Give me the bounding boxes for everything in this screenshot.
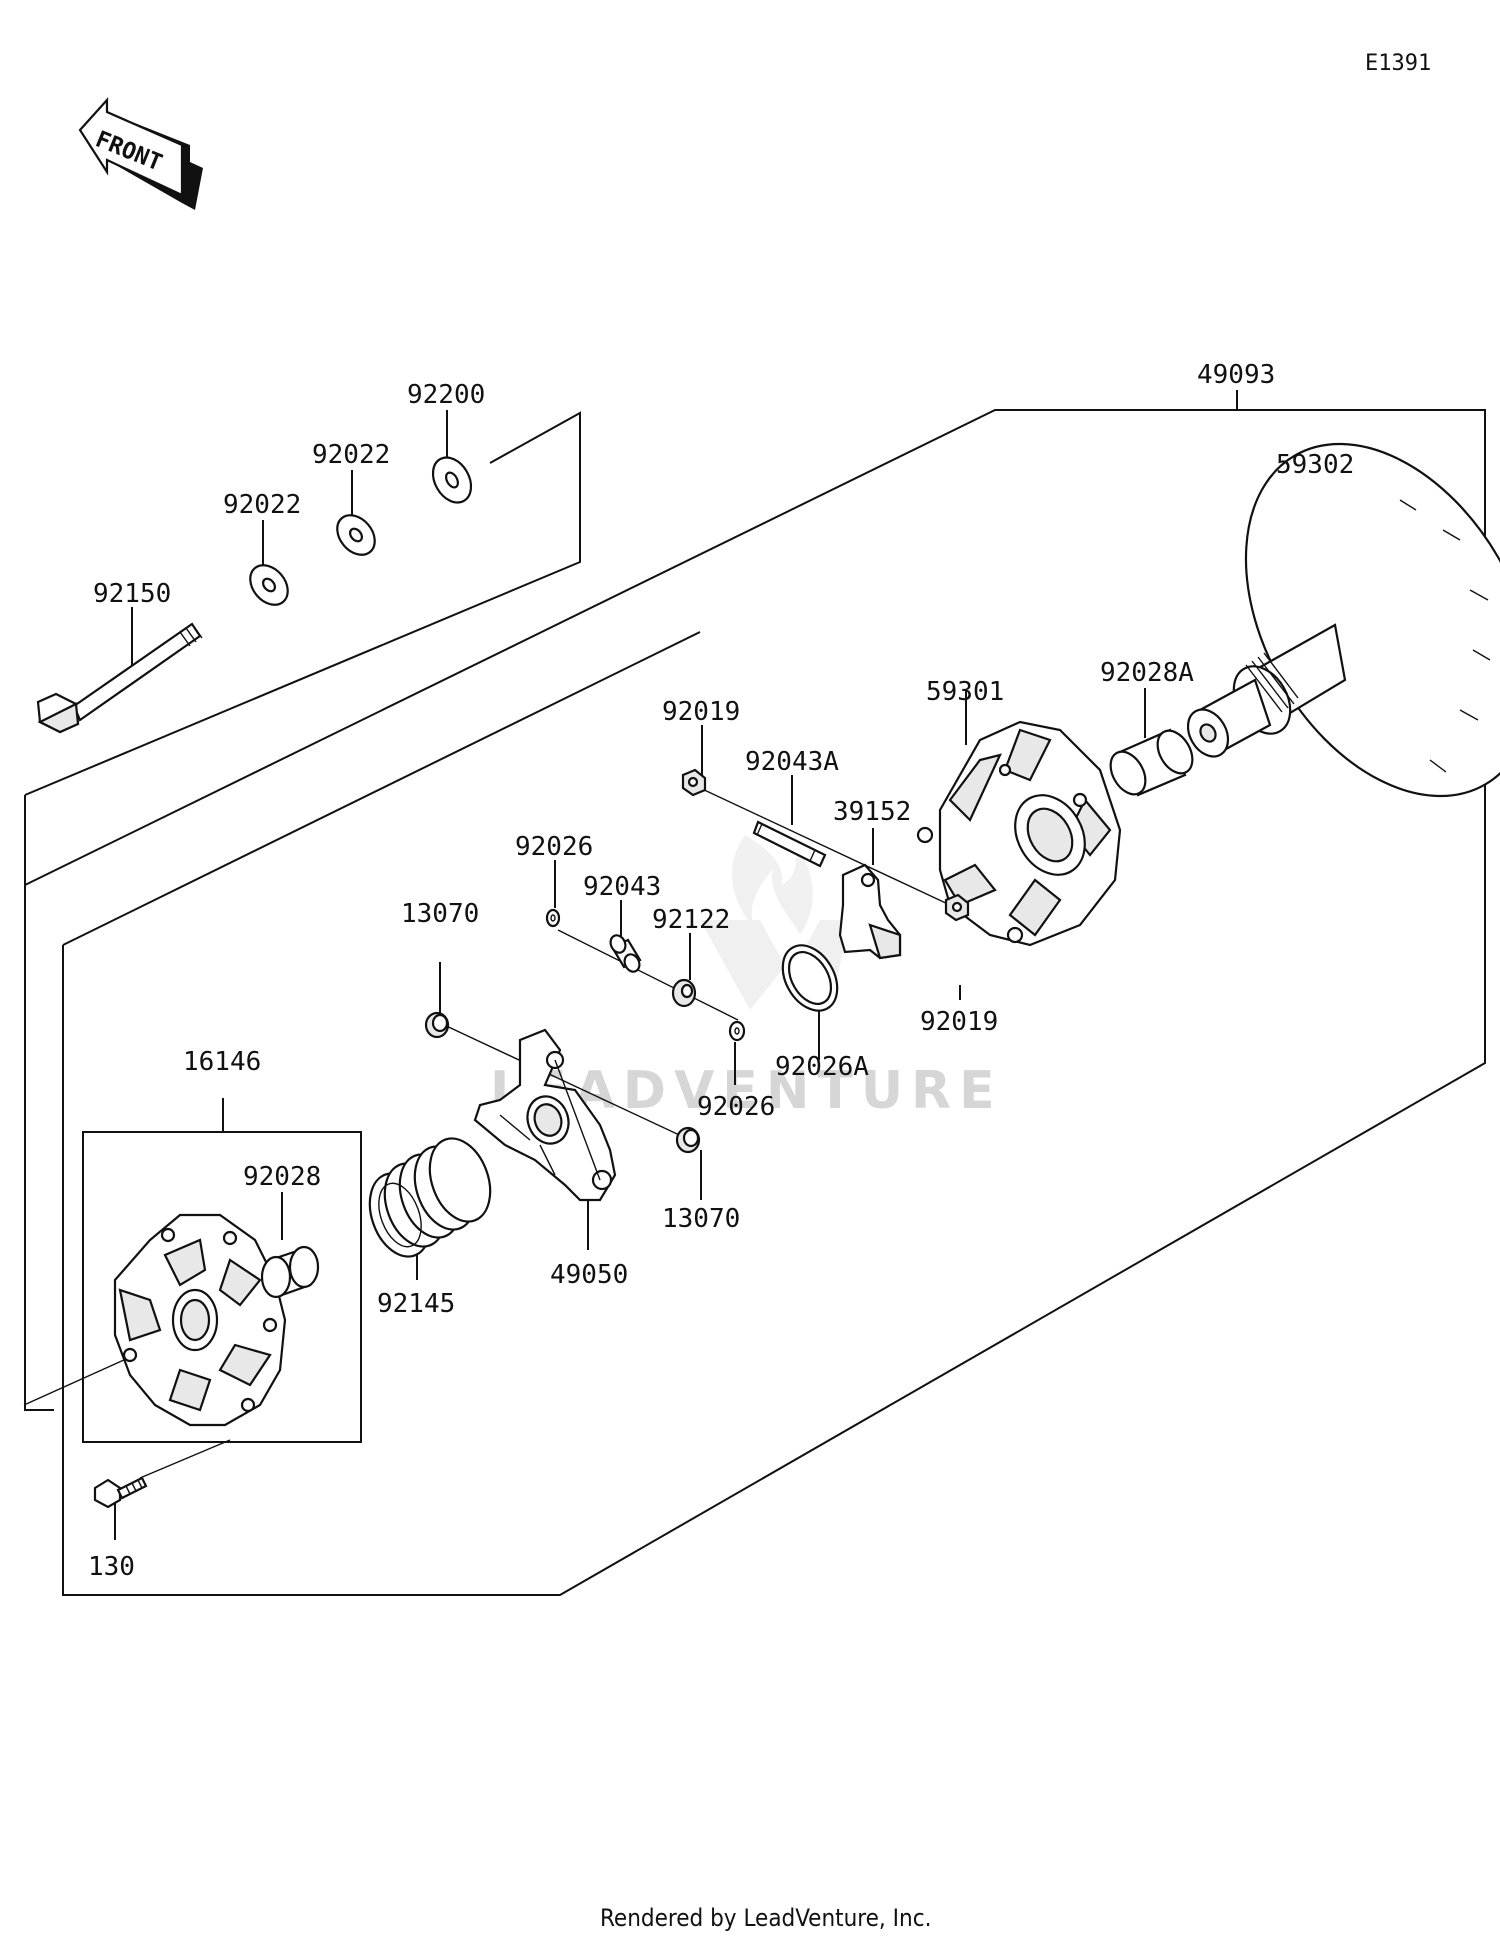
washer-92026-a [545,908,561,928]
movable-sheave-59301 [916,720,1122,947]
label-92122: 92122 [652,905,730,935]
bolt-130 [93,1476,148,1509]
front-arrow-icon: FRONT [78,97,203,210]
spacer-92122 [671,978,697,1008]
label-16146: 16146 [183,1047,261,1077]
label-92043: 92043 [583,872,661,902]
washer-92200 [431,456,473,504]
weight-arm-39152 [838,863,902,960]
label-92019-b: 92019 [920,1007,998,1037]
label-92028A: 92028A [1100,658,1194,688]
leader-lines [23,410,1317,1540]
spider-49050 [473,1028,617,1202]
label-13070-a: 13070 [401,899,479,929]
label-59301: 59301 [926,677,1004,707]
cover-16146 [113,1213,287,1427]
label-92145: 92145 [377,1289,455,1319]
bushing-92028 [260,1245,320,1299]
fixed-sheave-59302 [1186,442,1500,798]
diagram-code: E1391 [1365,51,1431,76]
washer-92026-b [728,1020,746,1042]
pin-92043 [609,934,642,973]
label-92026A: 92026A [775,1052,869,1082]
label-92150: 92150 [93,579,171,609]
label-49093: 49093 [1197,360,1275,390]
footer-credit: Rendered by LeadVenture, Inc. [600,1904,931,1932]
assembly-outline-49093 [24,390,1486,1596]
label-130: 130 [88,1552,135,1582]
label-49050: 49050 [550,1260,628,1290]
watermark: LEADVENTURE [490,835,995,1121]
label-92028: 92028 [243,1162,321,1192]
label-92200: 92200 [407,380,485,410]
spring-92145 [368,1137,492,1258]
label-92043A: 92043A [745,747,839,777]
bushing-92028A [1109,728,1194,797]
label-92022-a: 92022 [312,440,390,470]
nut-92019-b [944,893,970,922]
bolt-92150 [36,622,203,734]
roller-13070-a [424,1011,450,1039]
washer-92022-a [249,564,289,606]
part-labels: 49093 59302 92200 92022 92022 92150 9202… [88,360,1354,1582]
washer-92022-b [336,514,376,556]
roller-13070-b [675,1126,701,1154]
label-92026-b: 92026 [697,1092,775,1122]
label-92022-b: 92022 [223,490,301,520]
label-92026-a: 92026 [515,832,593,862]
bolt-group-bracket [24,411,581,885]
label-59302: 59302 [1276,450,1354,480]
label-92019-a: 92019 [662,697,740,727]
ring-92026A [781,944,839,1012]
pin-92043A [752,820,827,868]
nut-92019-a [681,768,707,797]
label-39152: 39152 [833,797,911,827]
bracket-16146 [82,1098,362,1443]
label-13070-b: 13070 [662,1204,740,1234]
